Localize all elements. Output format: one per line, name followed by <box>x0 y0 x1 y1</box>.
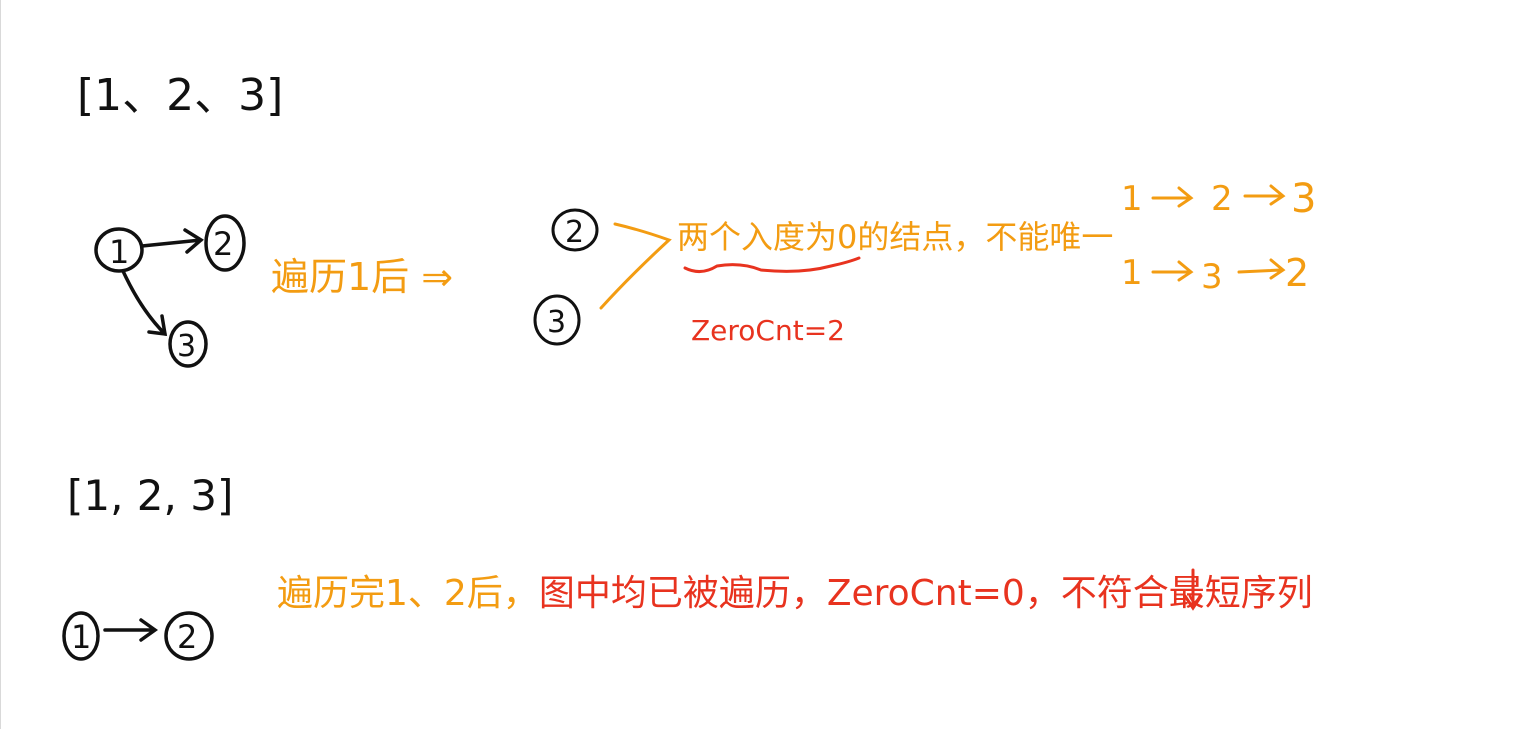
underline-squiggle <box>683 256 861 273</box>
arrow-right-icon <box>1237 258 1286 280</box>
graph-node-label: 2 <box>213 225 233 263</box>
edge-arrow <box>103 618 159 642</box>
down-arrow-icon <box>1183 568 1203 611</box>
step-label: 遍历1后 ⇒ <box>271 255 453 299</box>
conclusion-note: 遍历完1、2后，图中均已被遍历，ZeroCnt=0，不符合最短序列 <box>277 573 1313 614</box>
remaining-nodes <box>533 208 599 346</box>
edge-arrow <box>121 269 168 337</box>
conclusion-note-orange: 遍历完1、2后， <box>277 573 539 614</box>
array-label-1: [1、2、3] <box>77 70 283 121</box>
path-node: 1 <box>1121 179 1143 219</box>
graph-node-circle <box>168 320 208 368</box>
path-node: 1 <box>1121 253 1143 293</box>
conclusion-note-red: 图中均已被遍历，ZeroCnt=0，不符合最短序列 <box>539 573 1313 614</box>
arrow-right-icon <box>1243 184 1286 206</box>
graph-node-circle <box>94 227 144 273</box>
graph-1 <box>94 214 246 368</box>
graph-node-label: 3 <box>177 329 196 364</box>
bracket-connector <box>599 222 672 310</box>
graph-node-label: 2 <box>565 215 584 250</box>
graph-node-label: 2 <box>177 618 197 656</box>
graph-node-label: 3 <box>547 305 566 340</box>
path-node: 2 <box>1211 179 1233 219</box>
graph-node-label: 1 <box>109 233 129 271</box>
graph-node-circle <box>533 294 581 346</box>
graph-node-circle <box>551 208 599 252</box>
zero-count-label: ZeroCnt=2 <box>691 314 845 347</box>
graph-node-circle <box>204 214 246 272</box>
path-node: 2 <box>1285 251 1309 295</box>
path-node: 3 <box>1291 176 1316 222</box>
graph-node-circle <box>62 611 100 661</box>
graph-2 <box>62 611 214 661</box>
array-label-2: [1, 2, 3] <box>67 471 233 520</box>
arrow-right-icon <box>1151 260 1194 282</box>
graph-node-label: 1 <box>71 618 91 656</box>
path-sequence-2: 1 3 2 <box>1121 251 1309 297</box>
path-sequence-1: 1 2 3 <box>1121 176 1316 222</box>
note-label: 两个入度为0的结点，不能唯一 <box>677 218 1113 256</box>
edge-arrow <box>140 228 204 254</box>
arrow-right-icon <box>1151 186 1194 208</box>
graph-node-circle <box>164 611 214 661</box>
path-node: 3 <box>1201 257 1223 297</box>
